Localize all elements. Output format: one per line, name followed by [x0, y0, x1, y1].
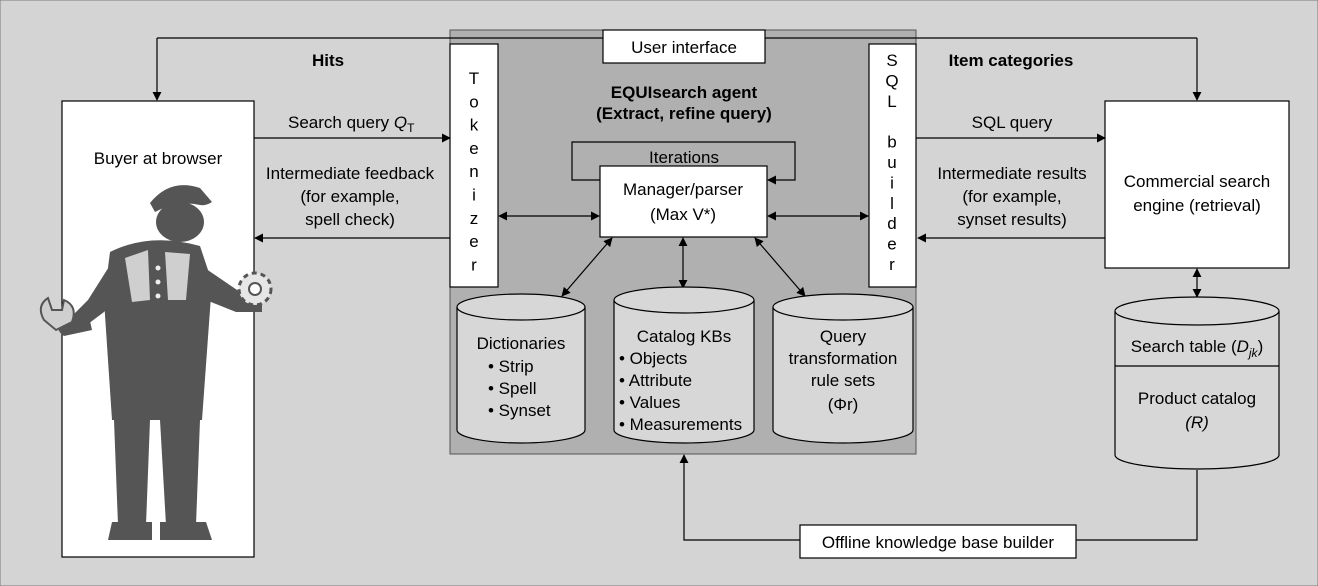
- offline-builder-box: [799, 524, 1077, 559]
- buyer-label: Buyer at browser: [94, 149, 223, 168]
- dictionaries-cylinder: [456, 293, 586, 444]
- sql-builder-letter: u: [887, 153, 896, 172]
- results-line-2: (for example,: [962, 187, 1061, 206]
- tokenizer-letter: T: [469, 69, 479, 88]
- hits-label: Hits: [312, 51, 344, 70]
- search-query-label: Search query QT: [288, 113, 415, 135]
- dictionaries-title: Dictionaries: [477, 334, 566, 353]
- query-rules-line-2: transformation: [789, 349, 898, 368]
- sql-builder-letter: e: [887, 235, 896, 254]
- offline-builder-label: Offline knowledge base builder: [822, 533, 1055, 552]
- catalog-title: Catalog KBs: [637, 327, 732, 346]
- feedback-line-1: Intermediate feedback: [266, 164, 435, 183]
- tokenizer-letter: z: [470, 209, 479, 228]
- catalog-kbs-cylinder: [613, 286, 755, 444]
- manager-box: [599, 165, 768, 238]
- user-interface-label: User interface: [631, 38, 737, 57]
- manager-query-rules-arrow: [754, 237, 806, 297]
- product-catalog-label-1: Product catalog: [1138, 389, 1256, 408]
- sql-builder-letter: l: [890, 194, 894, 213]
- catalog-item-4: • Measurements: [619, 415, 742, 434]
- catalog-item-1: • Objects: [619, 349, 687, 368]
- sql-builder-letter: r: [889, 255, 895, 274]
- tokenizer-letter: e: [469, 139, 478, 158]
- commercial-label-2: engine (retrieval): [1133, 196, 1261, 215]
- tokenizer-letter: e: [469, 232, 478, 251]
- tokenizer-box: [449, 43, 499, 288]
- results-line-3: synset results): [957, 210, 1067, 229]
- agent-title: EQUIsearch agent: [611, 83, 758, 102]
- wrench-icon: [39, 296, 75, 332]
- sql-builder-letter: L: [887, 92, 896, 111]
- iterations-loop: [571, 141, 796, 185]
- catalog-item-2: • Attribute: [619, 371, 692, 390]
- dictionaries-item-2: • Spell: [488, 379, 536, 398]
- results-line-1: Intermediate results: [937, 164, 1086, 183]
- catalog-item-3: • Values: [619, 393, 680, 412]
- query-rules-line-1: Query: [820, 327, 867, 346]
- query-rules-cylinder: [772, 293, 914, 444]
- item-categories-label: Item categories: [949, 51, 1074, 70]
- top-feedback-lines: [152, 37, 1202, 101]
- offline-builder-to-engine-line: [1076, 470, 1198, 541]
- commercial-label-1: Commercial search: [1124, 172, 1270, 191]
- dictionaries-item-3: • Synset: [488, 401, 551, 420]
- manager-label-2: (Max V*): [650, 205, 716, 224]
- tokenizer-letter: k: [470, 116, 479, 135]
- sql-query-label: SQL query: [972, 113, 1053, 132]
- manager-label-1: Manager/parser: [623, 180, 743, 199]
- tokenizer-letter: r: [471, 255, 477, 274]
- query-rules-line-3: rule sets: [811, 371, 875, 390]
- gear-icon: [237, 271, 273, 307]
- product-catalog-label-2: (R): [1185, 413, 1209, 432]
- worker-figure: [57, 185, 262, 540]
- query-rules-line-4: (Φr): [828, 395, 859, 414]
- sql-builder-letter: b: [887, 133, 896, 152]
- search-table-label: Search table (Djk): [1131, 337, 1263, 360]
- feedback-line-3: spell check): [305, 210, 395, 229]
- sql-builder-letter: Q: [885, 71, 898, 90]
- sql-builder-letter: d: [887, 214, 896, 233]
- iterations-label: Iterations: [649, 148, 719, 167]
- tokenizer-letter: n: [469, 162, 478, 181]
- product-catalog-cylinder: [1114, 296, 1280, 470]
- sql-builder-letter: i: [890, 173, 894, 192]
- tokenizer-letter: i: [472, 186, 476, 205]
- user-interface-box: [602, 29, 766, 64]
- sql-builder-box: [868, 43, 917, 288]
- feedback-line-2: (for example,: [300, 187, 399, 206]
- offline-builder-to-kb-arrow: [679, 454, 800, 541]
- tokenizer-letter: o: [469, 92, 478, 111]
- sql-builder-letter: S: [886, 51, 897, 70]
- manager-dictionaries-arrow: [561, 237, 613, 297]
- commercial-search-engine-box: [1104, 100, 1290, 269]
- dictionaries-item-1: • Strip: [488, 357, 534, 376]
- agent-subtitle: (Extract, refine query): [596, 104, 772, 123]
